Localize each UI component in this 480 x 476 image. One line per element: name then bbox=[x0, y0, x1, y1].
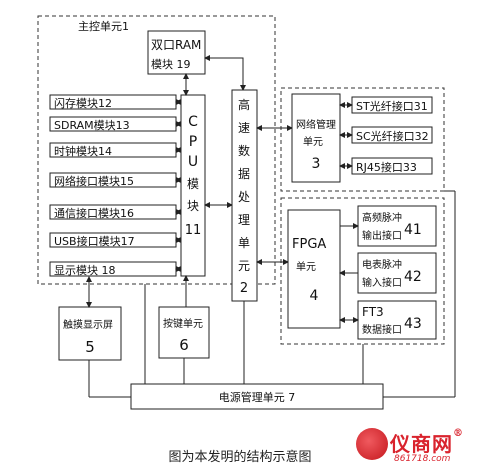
fpga-port-num: 42 bbox=[404, 269, 422, 285]
keys-num: 6 bbox=[179, 336, 189, 354]
network-mgmt-box bbox=[291, 93, 341, 183]
network-mgmt-line2: 单元 bbox=[303, 136, 323, 148]
power-mgmt-box bbox=[130, 383, 384, 410]
watermark-emblem-icon bbox=[356, 428, 388, 460]
ft3-data-box bbox=[357, 300, 437, 340]
ram-hs-arrow bbox=[204, 55, 246, 91]
hs-char: 理 bbox=[238, 213, 250, 227]
main-unit-label: 主控单元1 bbox=[78, 19, 129, 33]
fpga-port-line1: 电表脉冲 bbox=[362, 258, 402, 271]
dual-ram-line1: 双口RAM bbox=[151, 38, 201, 52]
left-modules: 闪存模块12 SDRAM模块13 时钟模块14 网络接口模块15 通信接口模块1… bbox=[49, 94, 177, 277]
module-label: SDRAM模块13 bbox=[54, 119, 130, 132]
hs-char: 据 bbox=[238, 167, 250, 181]
port-label: SC光纤接口32 bbox=[356, 129, 429, 143]
hs-char: 2 bbox=[240, 281, 248, 296]
hf-pulse-output-box bbox=[357, 205, 437, 247]
fpga-port-line2: 数据接口 bbox=[362, 323, 402, 336]
hs-char: 数 bbox=[238, 143, 250, 158]
keys-label: 按键单元 bbox=[163, 317, 203, 330]
module-cpu-arrows bbox=[175, 99, 182, 272]
port-label: ST光纤接口31 bbox=[356, 99, 428, 113]
cpu-char: 11 bbox=[185, 223, 202, 238]
main-control-enclosure bbox=[37, 15, 276, 285]
watermark-url: 861718.com bbox=[394, 454, 451, 464]
watermark-text-group: 仪商网® bbox=[390, 428, 464, 457]
touch-label: 触摸显示屏 bbox=[63, 318, 113, 331]
hs-char: 速 bbox=[238, 121, 250, 135]
cpu-char: 模 bbox=[187, 177, 199, 191]
module-label: 显示模块 18 bbox=[54, 264, 116, 277]
fpga-line2: 单元 bbox=[296, 261, 316, 273]
port-label: RJ45接口33 bbox=[356, 161, 417, 174]
cpu-char: P bbox=[189, 134, 197, 150]
cpu-char: C bbox=[188, 114, 198, 130]
watermark-name: 仪商网 bbox=[390, 432, 453, 456]
fpga-port-line2: 输出接口 bbox=[362, 229, 402, 242]
figure-caption: 图为本发明的结构示意图 bbox=[168, 450, 312, 465]
fpga-box bbox=[287, 209, 341, 329]
cpu-char: 块 bbox=[187, 199, 199, 213]
dual-ram-line2: 模块 19 bbox=[151, 58, 191, 71]
touch-num: 5 bbox=[85, 338, 95, 356]
module-label: 通信接口模块16 bbox=[54, 207, 134, 220]
key-unit-box bbox=[158, 306, 210, 359]
hs-char: 高 bbox=[238, 97, 250, 112]
network-mgmt-line1: 网络管理 bbox=[296, 118, 336, 131]
fpga-port-line2: 输入接口 bbox=[362, 276, 402, 289]
watermark-registered: ® bbox=[453, 428, 464, 439]
cpu-char: U bbox=[188, 154, 198, 170]
hs-char: 处 bbox=[238, 190, 250, 204]
dual-ram-box bbox=[147, 30, 206, 75]
hs-char: 单 bbox=[238, 236, 250, 250]
fpga-num: 4 bbox=[310, 288, 319, 304]
network-mgmt-num: 3 bbox=[312, 156, 321, 172]
fpga-port-num: 43 bbox=[404, 316, 422, 332]
cpu-box bbox=[180, 94, 206, 277]
high-speed-unit-box bbox=[231, 89, 258, 302]
power-lines bbox=[88, 190, 456, 398]
watermark-logo: 仪商网® 861718.com bbox=[354, 426, 472, 472]
fpga-line1: FPGA bbox=[292, 237, 326, 252]
module-label: 时钟模块14 bbox=[54, 144, 112, 158]
module-label: 闪存模块12 bbox=[54, 96, 112, 110]
module-label: 网络接口模块15 bbox=[54, 174, 134, 188]
hs-char: 元 bbox=[238, 259, 250, 273]
fpga-port-line1: 高频脉冲 bbox=[362, 211, 402, 224]
meter-pulse-input-box bbox=[357, 252, 437, 294]
touch-screen-box bbox=[58, 306, 122, 361]
fpga-port-line1: FT3 bbox=[362, 305, 384, 319]
power-label: 电源管理单元 7 bbox=[219, 390, 296, 404]
module-label: USB接口模块17 bbox=[54, 235, 135, 248]
fpga-port-num: 41 bbox=[404, 222, 422, 238]
